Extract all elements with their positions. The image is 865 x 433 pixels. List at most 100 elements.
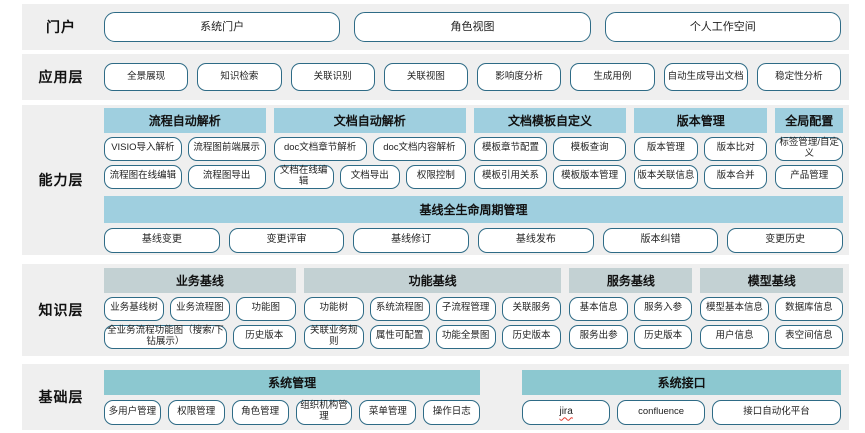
knowledge-button-item[interactable]: 功能图 (235, 296, 296, 321)
group-title: 全局配置 (775, 107, 844, 133)
capability-button-item[interactable]: 模板查询 (553, 136, 627, 161)
knowledge-button-item[interactable]: 功能全景图 (435, 324, 496, 349)
knowledge-button-item[interactable]: 属性可配置 (369, 324, 430, 349)
capability-button-item[interactable]: 权限控制 (405, 164, 466, 189)
lifecycle-button-item[interactable]: 基线发布 (478, 227, 594, 253)
foundation-button-item[interactable]: 组织机构管理 (295, 399, 353, 425)
capability-button-doc[interactable]: doc文档章节解析 (273, 136, 367, 161)
capability-group-item: 全局配置标签管理/自定义产品管理 (775, 107, 844, 193)
capability-button-item[interactable]: 产品管理 (775, 164, 844, 189)
group-item-row: 产品管理 (775, 164, 844, 189)
knowledge-group-item: 业务基线业务基线树业务流程图功能图全业务流程功能图（搜索/下钻展示）历史版本 (104, 267, 296, 353)
layer-label-capability: 能力层 (38, 172, 84, 188)
knowledge-button-item[interactable]: 服务入参 (633, 296, 693, 321)
foundation-button-item[interactable]: 操作日志 (423, 399, 481, 425)
lifecycle-button-item[interactable]: 版本纠错 (602, 227, 719, 253)
capability-group-item: 文档模板自定义模板章节配置模板查询模板引用关系模板版本管理 (473, 107, 627, 193)
foundation-button-item[interactable]: 角色管理 (231, 399, 289, 425)
capability-button-item[interactable]: 版本合并 (703, 164, 768, 189)
lifecycle-button-item[interactable]: 变更历史 (727, 227, 844, 253)
app-button-item[interactable]: 自动生成导出文档 (663, 63, 748, 91)
group-item-row: 流程图在线编辑流程图导出 (104, 164, 266, 189)
knowledge-button-item[interactable]: 历史版本 (501, 324, 562, 349)
knowledge-button-item[interactable]: 全业务流程功能图（搜索/下钻展示） (104, 324, 227, 349)
foundation-button-item[interactable]: 菜单管理 (359, 399, 417, 425)
group-item-row: 多用户管理权限管理角色管理组织机构管理菜单管理操作日志 (104, 399, 481, 425)
foundation-button-item[interactable]: 接口自动化平台 (712, 399, 842, 425)
knowledge-button-item[interactable]: 功能树 (303, 296, 364, 321)
group-item-row: 版本关联信息版本合并 (634, 164, 768, 189)
knowledge-button-item[interactable]: 系统流程图 (369, 296, 430, 321)
foundation-button-confluence[interactable]: confluence (617, 399, 706, 425)
foundation-group-row: 系统管理多用户管理权限管理角色管理组织机构管理菜单管理操作日志 系统接口 jira c… (100, 367, 849, 428)
capability-button-visio[interactable]: VISIO导入解析 (104, 136, 182, 161)
app-button-item[interactable]: 影响度分析 (477, 63, 562, 91)
spellcheck-flagged-text: jira (559, 406, 573, 418)
capability-button-item[interactable]: 模板版本管理 (553, 164, 627, 189)
group-title: 版本管理 (634, 107, 768, 133)
knowledge-button-item[interactable]: 表空间信息 (774, 324, 844, 349)
capability-button-item[interactable]: 版本关联信息 (634, 164, 698, 189)
app-button-item[interactable]: 关联识别 (290, 63, 375, 91)
lifecycle-button-item[interactable]: 基线变更 (104, 227, 220, 253)
group-title: 服务基线 (569, 267, 693, 293)
capability-button-item[interactable]: 版本比对 (703, 136, 768, 161)
group-item-row: 全业务流程功能图（搜索/下钻展示）历史版本 (104, 324, 296, 349)
app-button-item[interactable]: 稳定性分析 (756, 63, 841, 91)
layer-body-portal: 系统门户角色视图个人工作空间 (100, 12, 849, 42)
foundation-group-item: 系统管理多用户管理权限管理角色管理组织机构管理菜单管理操作日志 (104, 369, 481, 425)
portal-button-item[interactable]: 个人工作空间 (604, 12, 841, 42)
knowledge-group-row: 业务基线业务基线树业务流程图功能图全业务流程功能图（搜索/下钻展示）历史版本功能… (104, 267, 844, 353)
knowledge-group-item: 功能基线功能树系统流程图子流程管理关联服务关联业务规则属性可配置功能全景图历史版… (303, 267, 562, 353)
knowledge-button-item[interactable]: 历史版本 (232, 324, 296, 349)
foundation-button-item[interactable]: 权限管理 (167, 399, 225, 425)
knowledge-button-item[interactable]: 关联服务 (501, 296, 562, 321)
knowledge-button-item[interactable]: 业务流程图 (169, 296, 230, 321)
group-title: 系统接口 (522, 369, 841, 395)
knowledge-button-item[interactable]: 关联业务规则 (303, 324, 364, 349)
lifecycle-button-item[interactable]: 变更评审 (228, 227, 345, 253)
capability-button-item[interactable]: 模板章节配置 (473, 136, 548, 161)
capability-button-item[interactable]: 标签管理/自定义 (775, 136, 844, 161)
lifecycle-button-item[interactable]: 基线修订 (353, 227, 470, 253)
capability-button-item[interactable]: 版本管理 (634, 136, 698, 161)
knowledge-button-item[interactable]: 历史版本 (633, 324, 693, 349)
knowledge-button-item[interactable]: 服务出参 (569, 324, 628, 349)
knowledge-button-item[interactable]: 基本信息 (569, 296, 628, 321)
capability-button-item[interactable]: 文档导出 (339, 164, 400, 189)
knowledge-button-item[interactable]: 业务基线树 (104, 296, 164, 321)
capability-button-item[interactable]: 模板引用关系 (473, 164, 548, 189)
knowledge-button-item[interactable]: 数据库信息 (774, 296, 844, 321)
capability-button-item[interactable]: 流程图导出 (187, 164, 266, 189)
group-item-row: 标签管理/自定义 (775, 136, 844, 161)
portal-button-item[interactable]: 系统门户 (104, 12, 341, 42)
capability-button-item[interactable]: 流程图前端展示 (187, 136, 266, 161)
application-item-row: 全景展现知识检索关联识别关联视图影响度分析生成用例自动生成导出文档稳定性分析 (100, 63, 849, 91)
layer-label-knowledge: 知识层 (38, 302, 84, 318)
foundation-button-jira[interactable]: jira (522, 399, 611, 425)
knowledge-button-item[interactable]: 子流程管理 (435, 296, 496, 321)
foundation-button-item[interactable]: 多用户管理 (104, 399, 161, 425)
app-button-item[interactable]: 全景展现 (104, 63, 189, 91)
knowledge-group-item: 模型基线模型基本信息数据库信息用户信息表空间信息 (700, 267, 844, 353)
layer-body-foundation: 系统管理多用户管理权限管理角色管理组织机构管理菜单管理操作日志 系统接口 jira c… (100, 367, 849, 428)
app-button-item[interactable]: 生成用例 (570, 63, 655, 91)
capability-button-item[interactable]: 流程图在线编辑 (104, 164, 182, 189)
baseline-lifecycle-row: 基线变更变更评审基线修订基线发布版本纠错变更历史 (104, 227, 844, 253)
knowledge-button-item[interactable]: 用户信息 (700, 324, 769, 349)
app-button-item[interactable]: 关联视图 (383, 63, 468, 91)
capability-button-item[interactable]: 文档在线编辑 (273, 164, 334, 189)
layer-body-application: 全景展现知识检索关联识别关联视图影响度分析生成用例自动生成导出文档稳定性分析 (100, 63, 849, 91)
app-button-item[interactable]: 知识检索 (197, 63, 282, 91)
portal-button-item[interactable]: 角色视图 (354, 12, 591, 42)
knowledge-button-item[interactable]: 模型基本信息 (700, 296, 769, 321)
group-title: 功能基线 (303, 267, 562, 293)
capability-button-doc[interactable]: doc文档内容解析 (372, 136, 466, 161)
